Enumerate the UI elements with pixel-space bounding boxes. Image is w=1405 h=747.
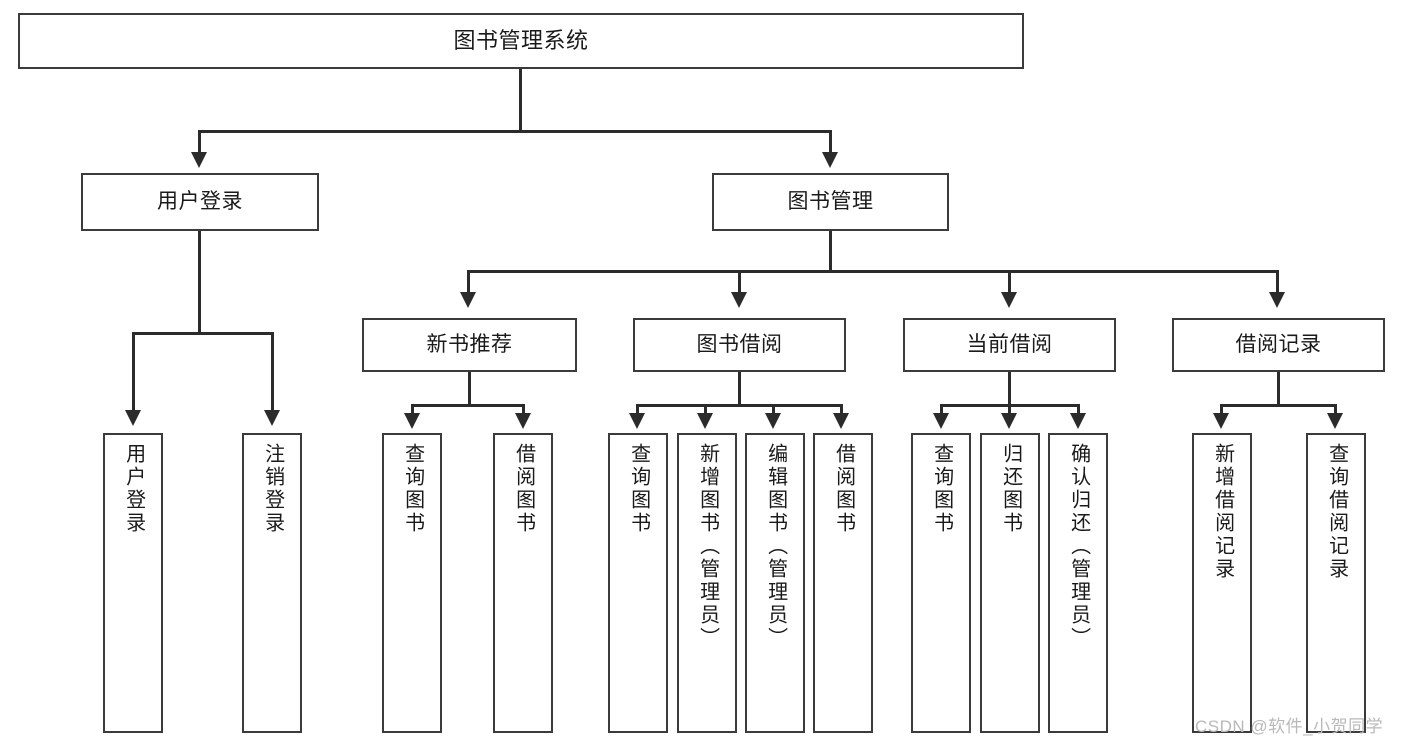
node-label: 注销登录: [261, 443, 284, 535]
connector-current-borrow-leaf3: [1077, 404, 1080, 416]
leaf-logout[interactable]: 注销登录: [242, 433, 302, 733]
connector-borrow-record-bus: [1220, 404, 1337, 407]
connector-new-book-stem: [468, 372, 471, 406]
arrow-to-new-book: [460, 292, 476, 308]
leaf-query-book-current[interactable]: 查询图书: [911, 433, 971, 733]
node-label: 用户登录: [157, 190, 243, 214]
connector-book-borrow-leaf3: [772, 404, 775, 416]
arrow-to-current-borrow: [1001, 292, 1017, 308]
node-label: 归还图书: [999, 443, 1022, 535]
arrow-to-user-login: [191, 152, 207, 168]
node-current-borrow[interactable]: 当前借阅: [903, 318, 1116, 372]
connector-user-login-bus: [132, 332, 273, 335]
arrow-to-book-borrow: [731, 292, 747, 308]
arrow-current-borrow-leaf1: [933, 413, 949, 429]
node-book-management[interactable]: 图书管理: [712, 173, 949, 231]
connector-current-borrow-leaf1: [940, 404, 943, 416]
leaf-edit-book-admin[interactable]: 编辑图书（管理员）: [745, 433, 805, 733]
connector-borrow-record-stem: [1277, 372, 1280, 406]
connector-to-book-borrow: [738, 270, 741, 295]
connector-new-book-bus: [411, 404, 525, 407]
arrow-book-borrow-leaf2: [697, 413, 713, 429]
connector-new-book-leaf2: [522, 404, 525, 416]
node-label: 确认归还（管理员）: [1067, 443, 1090, 650]
leaf-query-book-recommend[interactable]: 查询图书: [382, 433, 442, 733]
node-label: 图书管理系统: [453, 27, 589, 53]
leaf-borrow-book-recommend[interactable]: 借阅图书: [493, 433, 553, 733]
node-label: 用户登录: [122, 443, 145, 535]
arrow-book-borrow-leaf4: [833, 413, 849, 429]
node-label: 新增图书（管理员）: [696, 443, 719, 650]
connector-to-borrow-record: [1276, 270, 1279, 295]
arrow-book-borrow-leaf1: [629, 413, 645, 429]
arrow-book-borrow-leaf3: [765, 413, 781, 429]
connector-borrow-record-leaf2: [1334, 404, 1337, 416]
connector-to-new-book: [467, 270, 470, 295]
leaf-add-borrow-record[interactable]: 新增借阅记录: [1192, 433, 1252, 733]
connector-to-book-manage: [829, 130, 832, 155]
connector-book-borrow-leaf1: [636, 404, 639, 416]
node-label: 查询图书: [627, 443, 650, 535]
connector-book-borrow-leaf2: [704, 404, 707, 416]
node-label: 借阅图书: [512, 443, 535, 535]
leaf-confirm-return-admin[interactable]: 确认归还（管理员）: [1048, 433, 1108, 733]
csdn-watermark: CSDN @软件_小贺同学: [1195, 717, 1384, 736]
arrow-borrow-record-leaf2: [1327, 413, 1343, 429]
connector-current-borrow-stem: [1008, 372, 1011, 406]
node-label: 新书推荐: [426, 333, 513, 357]
connector-to-user-login: [198, 130, 201, 155]
connector-to-current-borrow: [1008, 270, 1011, 295]
connector-book-borrow-stem: [738, 372, 741, 406]
leaf-query-book-borrow[interactable]: 查询图书: [608, 433, 668, 733]
node-new-book-recommend[interactable]: 新书推荐: [362, 318, 577, 372]
node-user-login[interactable]: 用户登录: [81, 173, 319, 231]
connector-user-login-leaf1: [132, 332, 135, 412]
connector-current-borrow-leaf2: [1008, 404, 1011, 416]
leaf-query-borrow-record[interactable]: 查询借阅记录: [1306, 433, 1366, 733]
node-borrow-record[interactable]: 借阅记录: [1172, 318, 1385, 372]
arrow-current-borrow-leaf3: [1070, 413, 1086, 429]
arrow-new-book-leaf2: [515, 413, 531, 429]
leaf-borrow-book[interactable]: 借阅图书: [813, 433, 873, 733]
node-book-borrow[interactable]: 图书借阅: [633, 318, 846, 372]
node-label: 借阅图书: [832, 443, 855, 535]
arrow-to-book-manage: [822, 152, 838, 168]
node-label: 当前借阅: [966, 333, 1053, 357]
arrow-user-login-leaf1: [125, 410, 141, 426]
connector-user-login-leaf2: [271, 332, 274, 412]
arrow-user-login-leaf2: [264, 410, 280, 426]
leaf-return-book[interactable]: 归还图书: [980, 433, 1040, 733]
leaf-user-login[interactable]: 用户登录: [103, 433, 163, 733]
connector-root-bus: [198, 130, 832, 133]
connector-borrow-record-leaf1: [1220, 404, 1223, 416]
connector-book-manage-stem: [829, 231, 832, 273]
node-label: 新增借阅记录: [1211, 443, 1234, 581]
node-label: 编辑图书（管理员）: [764, 443, 787, 650]
connector-level3-bus: [467, 270, 1279, 273]
node-label: 查询借阅记录: [1325, 443, 1348, 581]
connector-root-stem: [519, 69, 522, 131]
connector-book-borrow-bus: [636, 404, 843, 407]
arrow-new-book-leaf1: [404, 413, 420, 429]
node-label: 查询图书: [930, 443, 953, 535]
node-label: 图书借阅: [696, 333, 783, 357]
connector-user-login-stem: [198, 231, 201, 335]
node-label: 借阅记录: [1235, 333, 1322, 357]
arrow-current-borrow-leaf2: [1001, 413, 1017, 429]
arrow-to-borrow-record: [1269, 292, 1285, 308]
node-root-library-system[interactable]: 图书管理系统: [18, 13, 1024, 69]
node-label: 查询图书: [401, 443, 424, 535]
arrow-borrow-record-leaf1: [1213, 413, 1229, 429]
connector-new-book-leaf1: [411, 404, 414, 416]
connector-book-borrow-leaf4: [840, 404, 843, 416]
node-label: 图书管理: [787, 190, 874, 214]
leaf-add-book-admin[interactable]: 新增图书（管理员）: [677, 433, 737, 733]
